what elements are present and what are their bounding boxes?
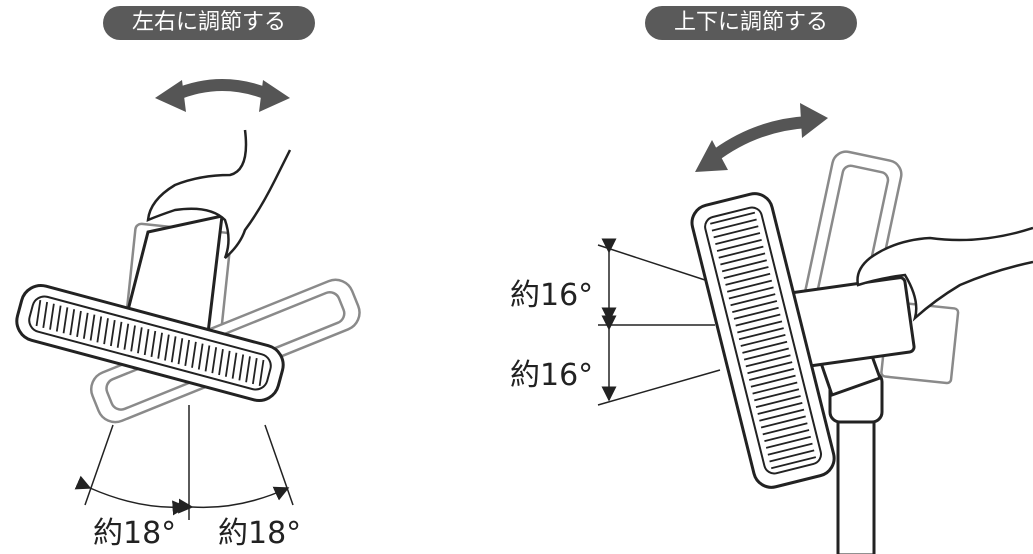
fan-head [15,214,285,402]
angle-guides-left [74,405,294,520]
angle-label-left: 約18° [93,516,177,551]
angle-label-up: 約16° [510,278,594,313]
hand-icon [856,226,1033,322]
right-panel-title: 上下に調節する [645,6,857,40]
fan-head-tilt [690,192,916,489]
tilt-arrow-icon [695,103,828,172]
swing-arrow-icon [155,79,290,112]
angle-label-down: 約16° [510,358,594,393]
angle-label-right: 約18° [218,516,302,551]
fan-pole [818,343,884,554]
left-panel-title: 左右に調節する [103,6,315,40]
angle-guides-right [597,238,721,406]
hand-icon [146,129,292,259]
